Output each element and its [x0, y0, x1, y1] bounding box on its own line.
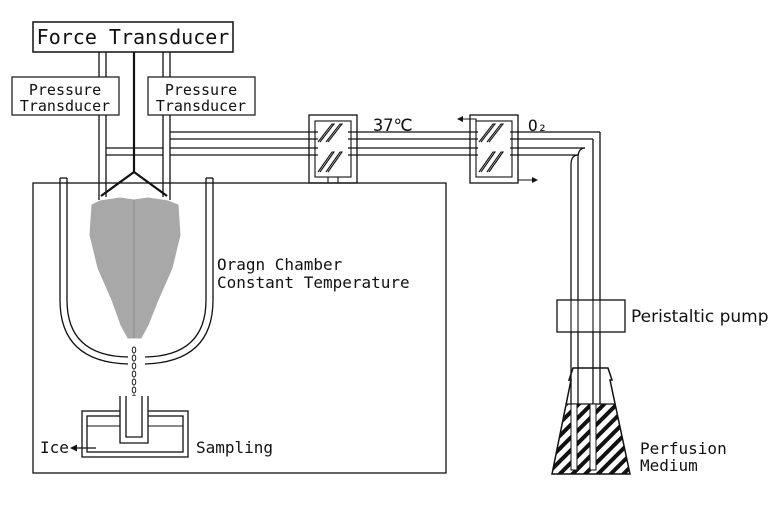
force-transducer: Force Transducer [32, 21, 234, 53]
oxygen-out-arrow [457, 116, 477, 122]
oxygenator [469, 114, 519, 184]
pressure-transducer-left: Pressure Transducer [11, 76, 120, 116]
organ-chamber-box [32, 182, 447, 474]
perfusion-label-line1: Perfusion [640, 439, 727, 458]
ice-label: Ice [40, 438, 69, 457]
horizontal-tubing [106, 131, 600, 156]
pressure-transducer-right-line1: Pressure [165, 81, 237, 99]
heat-exchanger-37c [308, 114, 358, 184]
force-transducer-label: Force Transducer [37, 25, 230, 49]
peristaltic-pump-label: Peristaltic pump [631, 307, 769, 327]
sampling-tube [119, 396, 149, 444]
pressure-transducer-right: Pressure Transducer [147, 76, 256, 116]
organ-heart [89, 197, 181, 339]
chamber-label-line2: Constant Temperature [217, 273, 410, 292]
jacketed-vessel [59, 177, 214, 365]
sampling-label: Sampling [196, 438, 273, 457]
perfusion-label-line2: Medium [640, 456, 698, 475]
oxygen-in-arrow [517, 170, 538, 183]
pressure-transducer-left-line1: Pressure [29, 81, 101, 99]
chamber-label-line1: Oragn Chamber [217, 255, 343, 274]
oxygen-label: O₂ [528, 116, 547, 135]
perfusion-flask [551, 367, 631, 475]
ice-arrow [70, 444, 96, 452]
force-rod [100, 52, 168, 197]
temperature-label: 37℃ [373, 116, 413, 136]
peristaltic-pump [556, 299, 626, 333]
pressure-transducer-right-line2: Transducer [156, 97, 246, 115]
pressure-transducer-left-line2: Transducer [20, 97, 110, 115]
